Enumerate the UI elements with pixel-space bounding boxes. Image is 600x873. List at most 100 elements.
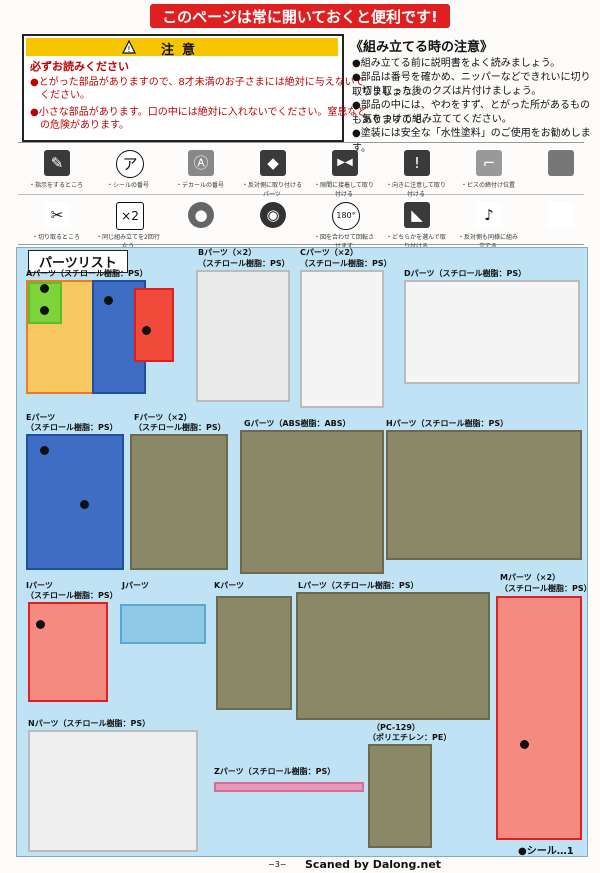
f-parts-material: （スチロール樹脂：PS）	[134, 423, 226, 432]
l-sprue	[296, 592, 490, 720]
symbol-dot: ◉	[240, 196, 304, 248]
hook-icon	[548, 202, 574, 228]
decal-icon: Ⓐ	[188, 150, 214, 176]
part-number	[142, 326, 151, 335]
sticker-icon: ア	[116, 150, 144, 178]
z-sprue	[214, 782, 364, 792]
symbol-cut: ✂・切り取るところ	[24, 196, 88, 248]
z-parts-label: Zパーツ（スチロール樹脂：PS）	[214, 767, 336, 776]
e-parts-label: Eパーツ	[26, 413, 56, 422]
n-parts-label: Nパーツ（スチロール樹脂：PS）	[28, 719, 151, 728]
part-number	[80, 500, 89, 509]
h-sprue	[386, 430, 582, 560]
divider	[18, 244, 584, 245]
symbol-decal: Ⓐ・デカールの番号	[168, 144, 232, 196]
note-line: ●組み立てる前に説明書をよく読みましょう。	[352, 58, 561, 69]
f-parts-label: Fパーツ（×2）	[134, 413, 192, 422]
c-parts-label: Cパーツ（×2）	[300, 248, 358, 257]
symbol-blank	[528, 196, 592, 248]
notes-title: 《組み立てる時の注意》	[350, 40, 494, 55]
tool-icon	[548, 150, 574, 176]
k-sprue	[216, 596, 292, 710]
header-title: このページは常に開いておくと便利です!	[162, 8, 438, 26]
caution-line: の危険があります。	[30, 120, 129, 131]
diamond-icon: ◆	[260, 150, 286, 176]
a-sprue-red	[134, 288, 174, 362]
header-banner	[150, 4, 450, 28]
divider	[18, 142, 584, 143]
caution-header	[26, 38, 338, 56]
c-sprue	[300, 270, 384, 408]
scissors-icon: ✂	[44, 202, 70, 228]
scan-credit: Scaned by Dalong.net	[305, 858, 442, 871]
symbol-blank	[528, 144, 592, 196]
i-parts-label: Iパーツ	[26, 581, 53, 590]
symbol-opposite: ◆・反対側に取り付けるパーツ	[240, 144, 304, 198]
divider	[18, 194, 584, 195]
times-two-icon: ×2	[116, 202, 144, 230]
i-parts-material: （スチロール樹脂：PS）	[26, 591, 118, 600]
g-parts-label: Gパーツ（ABS樹脂：ABS）	[244, 419, 351, 428]
pc-sprue	[368, 744, 432, 848]
symbol-screw: ⌐・ビスの締付け位置	[456, 144, 520, 196]
symbol-sticker: ア・シールの番号	[96, 144, 160, 196]
m-parts-material: （スチロール樹脂：PS）	[500, 584, 592, 593]
h-parts-label: Hパーツ（スチロール樹脂：PS）	[386, 419, 509, 428]
pc-parts-label: （PC-129）	[372, 723, 420, 732]
choose-icon: ◣	[404, 202, 430, 228]
note-line: ●部品は番号を確かめ、ニッパーなどできれいに切り取りましょう。	[352, 72, 591, 98]
mirror-icon: ♪	[476, 202, 502, 228]
symbol-mirror: ♪・反対側も同様に組み立てる	[456, 196, 520, 250]
b-sprue	[196, 270, 290, 402]
j-sprue	[120, 604, 206, 644]
d-sprue	[404, 280, 580, 384]
m-parts-label: Mパーツ（×2）	[500, 573, 561, 582]
k-parts-label: Kパーツ	[214, 581, 245, 590]
b-parts-label: Bパーツ（×2）	[198, 248, 257, 257]
symbol-direction: !・向きに注意して取り付ける	[384, 144, 448, 198]
caution-line: ●小さな部品があります。口の中には絶対に入れないでください。窒息など	[30, 107, 368, 118]
symbol-glue: ▶◀・隙間に接着して取り付ける	[312, 144, 376, 198]
caution-line: ●とがった部品がありますので、8才未満のお子さまには絶対に与えないで	[30, 77, 365, 88]
svg-text:!: !	[127, 45, 130, 54]
symbol-twice: ×2・同じ組み立てを2回行なう	[96, 196, 160, 250]
caution-subtitle: 必ずお読みください	[30, 60, 129, 73]
rotate-180-icon: 180°	[332, 202, 360, 230]
note-line: 切り取った後のクズは片付けましょう。	[352, 86, 542, 97]
g-sprue	[240, 430, 384, 574]
caution-title: 注意	[160, 43, 203, 58]
e-parts-material: （スチロール樹脂：PS）	[26, 423, 118, 432]
seal-count: ●シール…1	[518, 846, 574, 857]
part-number	[520, 740, 529, 749]
m-sprue	[496, 596, 582, 840]
f-sprue	[130, 434, 228, 570]
part-number	[40, 306, 49, 315]
circle-icon: ●	[188, 202, 214, 228]
note-line: 気をつけて組み立ててください。	[352, 114, 512, 125]
j-parts-label: Jパーツ	[122, 581, 149, 590]
symbol-rotate: 180°・図を合わせて回転させます	[312, 196, 376, 250]
a-parts-label: Aパーツ（スチロール樹脂：PS）	[26, 269, 148, 278]
b-parts-material: （スチロール樹脂：PS）	[198, 259, 290, 268]
dot-icon: ◉	[260, 202, 286, 228]
n-sprue	[28, 730, 198, 852]
arrows-in-icon: ▶◀	[332, 150, 358, 176]
e-sprue	[26, 434, 124, 570]
pen-icon: ✎	[44, 150, 70, 176]
part-number	[36, 620, 45, 629]
parts-list-title: パーツリスト	[28, 250, 128, 273]
note-line: ●塗装には安全な「水性塗料」のご使用をお勧めします。	[352, 128, 591, 154]
d-parts-label: Dパーツ（スチロール樹脂：PS）	[404, 269, 527, 278]
exclamation-icon: !	[404, 150, 430, 176]
symbol-instruction: ✎・指示をするところ	[24, 144, 88, 196]
symbol-circle: ●	[168, 196, 232, 248]
screw-icon: ⌐	[476, 150, 502, 176]
symbol-choose: ◣・どちらかを選んで取り付ける	[384, 196, 448, 250]
c-parts-material: （スチロール樹脂：PS）	[300, 259, 392, 268]
part-number	[40, 446, 49, 455]
warning-icon: !	[122, 39, 136, 54]
page-number: −3−	[268, 860, 287, 869]
part-number	[40, 284, 49, 293]
l-parts-label: Lパーツ（スチロール樹脂：PS）	[298, 581, 419, 590]
part-number	[104, 296, 113, 305]
